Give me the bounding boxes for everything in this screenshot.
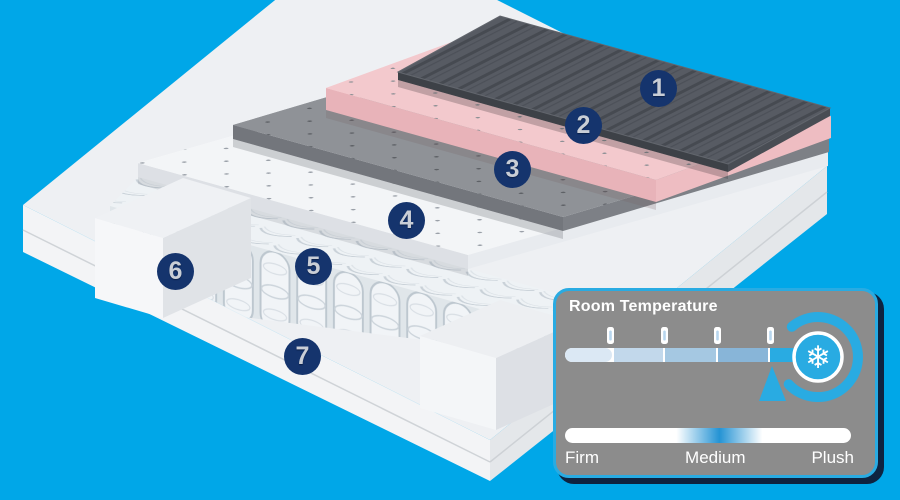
gauge-segment-1 — [565, 348, 612, 362]
panel-title: Room Temperature — [569, 298, 718, 315]
gauge-arc — [783, 312, 863, 403]
firmness-indicator-blob — [565, 428, 851, 443]
layer-1-quilted-cover — [396, 15, 832, 179]
badge-2-number: 2 — [576, 111, 591, 139]
snowflake-icon: ❄ — [805, 340, 831, 376]
firmness-label-plush: Plush — [811, 448, 854, 467]
badge-6-number: 6 — [168, 257, 183, 285]
firmness-label-firm: Firm — [565, 448, 599, 467]
badge-4-number: 4 — [399, 206, 414, 234]
firmness-scale-bar — [565, 428, 851, 443]
badge-layer-1: 1 — [640, 70, 677, 107]
room-temperature-panel: Room Temperature — [553, 288, 878, 478]
firmness-labels: Firm Medium Plush — [565, 448, 854, 470]
temperature-gauge: ❄ — [565, 312, 863, 403]
layer-6-edge-support-block — [95, 178, 251, 318]
gauge-tick-marks — [607, 327, 774, 344]
badge-layer-5: 5 — [295, 248, 332, 285]
badge-5-number: 5 — [306, 252, 321, 280]
gauge-segment-2 — [614, 348, 663, 362]
gauge-thermometer-bar — [565, 348, 804, 362]
badge-7-number: 7 — [295, 342, 310, 370]
badge-1-number: 1 — [651, 74, 666, 102]
gauge-pointer — [759, 366, 786, 401]
snowflake-bulb — [792, 331, 844, 383]
firmness-label-medium: Medium — [685, 448, 746, 467]
gauge-segment-4 — [718, 348, 768, 362]
badge-layer-4: 4 — [388, 202, 425, 239]
badge-layer-2: 2 — [565, 107, 602, 144]
badge-3-number: 3 — [505, 155, 520, 183]
badge-layer-3: 3 — [494, 151, 531, 188]
badge-layer-6: 6 — [157, 253, 194, 290]
gauge-segment-3 — [665, 348, 716, 362]
badge-layer-7: 7 — [284, 338, 321, 375]
